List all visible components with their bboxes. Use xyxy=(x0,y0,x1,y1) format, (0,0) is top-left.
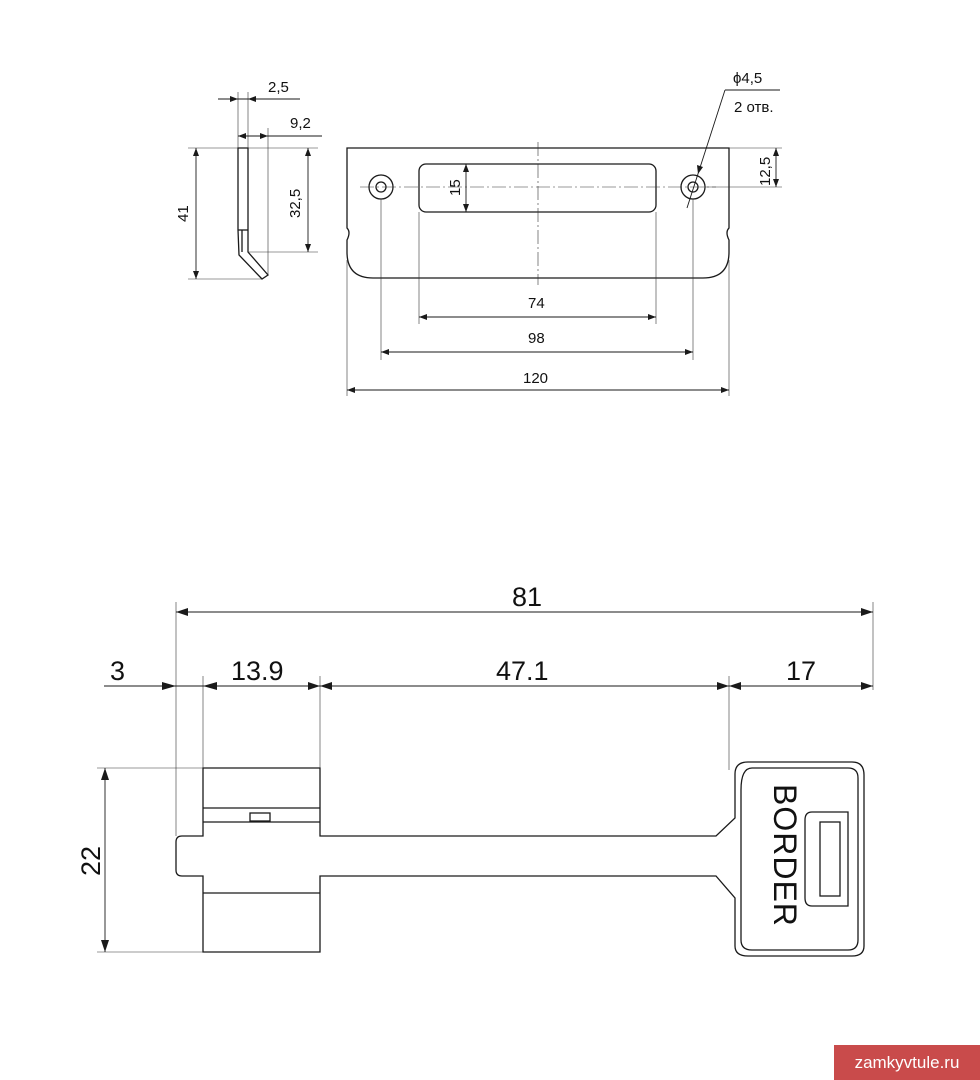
plate-slot xyxy=(418,163,657,213)
plate-outline xyxy=(346,147,730,279)
dim-height: 41 xyxy=(175,205,192,222)
dim-thickness: 2,5 xyxy=(268,79,289,96)
key-blade xyxy=(175,761,865,957)
strike-plate-front-view: 15 ϕ4,5 2 отв. 12,5 74 98 120 xyxy=(346,70,782,396)
key-brand: BORDER xyxy=(767,784,803,927)
dim-key-total: 81 xyxy=(512,582,542,612)
dim-hole-diameter: ϕ4,5 xyxy=(733,70,762,87)
dim-total-width: 120 xyxy=(523,370,548,387)
dim-slot-width: 74 xyxy=(528,295,545,312)
strike-plate-side-view: 2,5 9,2 41 32,5 xyxy=(175,79,322,280)
dim-hole-offset: 12,5 xyxy=(757,157,774,186)
key-bow-inner xyxy=(740,767,859,951)
dim-offset: 9,2 xyxy=(290,115,311,132)
dim-hole-spacing: 98 xyxy=(528,330,545,347)
dim-key-bit: 13.9 xyxy=(231,656,284,686)
dim-key-bow: 17 xyxy=(786,656,816,686)
dim-inner-height: 32,5 xyxy=(287,189,304,218)
key-bit-notch xyxy=(249,812,271,822)
dim-key-shank: 47.1 xyxy=(496,656,549,686)
dim-key-tip: 3 xyxy=(110,656,125,686)
dim-hole-count: 2 отв. xyxy=(734,99,774,116)
watermark: zamkyvtule.ru xyxy=(834,1045,980,1080)
key-bow-window xyxy=(804,811,849,907)
dim-key-height: 22 xyxy=(76,846,106,876)
plate-profile xyxy=(237,147,269,280)
dim-slot-height: 15 xyxy=(447,179,464,196)
key-view: BORDER 81 3 13.9 47.1 17 22 xyxy=(76,582,874,957)
